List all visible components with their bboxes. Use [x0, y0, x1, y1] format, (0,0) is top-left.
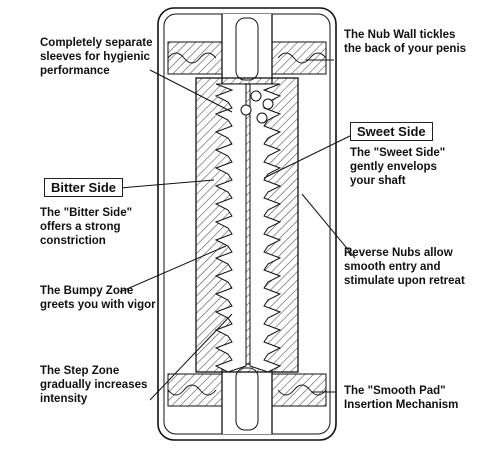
callout-line: The Step Zone [40, 365, 120, 377]
callout-line: The Bumpy Zone [40, 285, 134, 297]
callout-step-zone: The Step Zone gradually increases intens… [40, 364, 147, 406]
callout-line: performance [40, 65, 110, 77]
leader-lines [119, 59, 356, 401]
callout-line: Completely separate [40, 37, 153, 49]
callout-line: greets you with vigor [40, 299, 156, 311]
callout-sweet-side: The "Sweet Side" gently envelops your sh… [350, 146, 445, 188]
callout-nub-wall: The Nub Wall tickles the back of your pe… [344, 28, 466, 56]
sweet-side-title: Sweet Side [350, 122, 433, 141]
callout-line: stimulate upon retreat [344, 275, 465, 287]
callout-line: sleeves for hygienic [40, 51, 150, 63]
callout-line: Reverse Nubs allow [344, 247, 453, 259]
callout-reverse-nubs: Reverse Nubs allow smooth entry and stim… [344, 246, 465, 288]
nub [262, 98, 274, 110]
callout-line: gradually increases [40, 379, 148, 391]
sweet-side-channel [249, 83, 282, 373]
callout-line: The "Smooth Pad" [344, 385, 446, 397]
callout-separate-sleeves: Completely separate sleeves for hygienic… [40, 36, 153, 78]
callout-line: the back of your penis [344, 43, 467, 55]
callout-line: intensity [40, 393, 88, 405]
callout-line: gently envelops [350, 161, 437, 173]
callout-bumpy-zone: The Bumpy Zone greets you with vigor [40, 284, 156, 312]
top-cap [167, 14, 327, 85]
callout-bitter-side: The "Bitter Side" offers a strong constr… [40, 206, 132, 248]
nub [240, 104, 252, 116]
callout-line: offers a strong [40, 221, 121, 233]
callout-smooth-pad: The "Smooth Pad" Insertion Mechanism [344, 384, 458, 412]
bottom-cap [167, 363, 327, 434]
nub [256, 112, 268, 124]
nub [250, 90, 262, 102]
callout-line: smooth entry and [344, 261, 441, 273]
bitter-side-title: Bitter Side [44, 178, 124, 197]
callout-line: your shaft [350, 175, 406, 187]
callout-line: The "Bitter Side" [40, 207, 133, 219]
sleeve-body [195, 77, 299, 373]
callout-line: The "Sweet Side" [350, 147, 446, 159]
callout-line: constriction [40, 235, 106, 247]
bitter-side-channel [214, 83, 247, 373]
nub-wall [240, 90, 274, 124]
callout-line: The Nub Wall tickles [344, 29, 456, 41]
callout-line: Insertion Mechanism [344, 399, 459, 411]
